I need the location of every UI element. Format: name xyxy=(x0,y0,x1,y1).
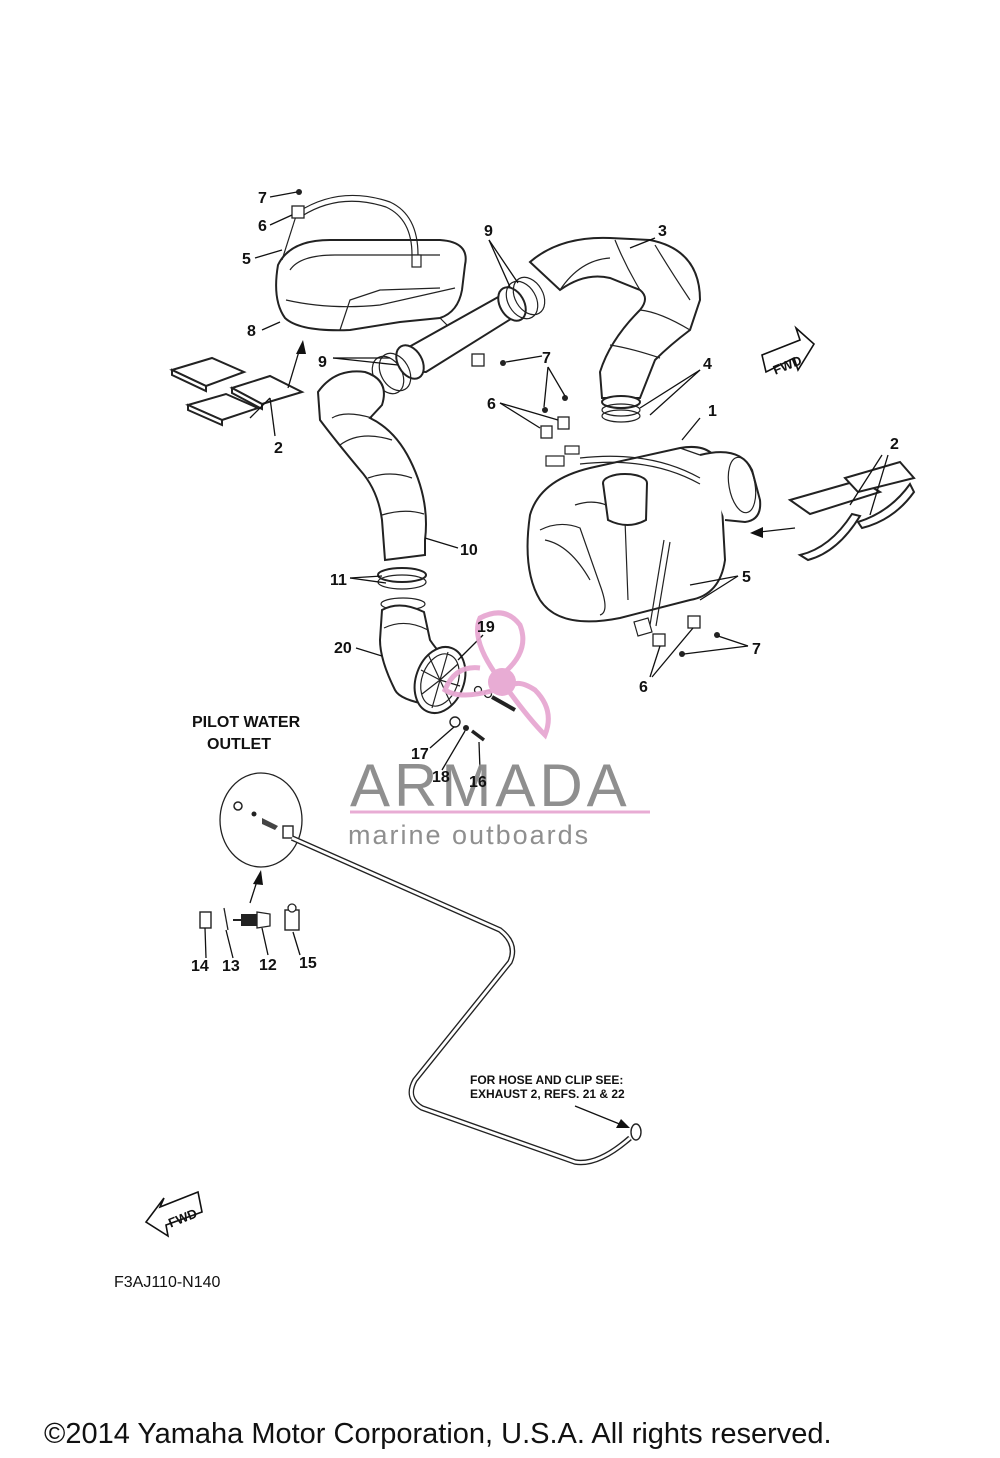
pilot-water-outlet-detail: PILOT WATER OUTLET xyxy=(192,714,303,868)
callout-18: 18 xyxy=(432,769,450,786)
filter-sponges-right xyxy=(787,460,916,562)
brackets-and-screws-mid xyxy=(471,353,570,439)
fwd-arrow-upper: FWD xyxy=(761,325,816,378)
airbox-strap-lower xyxy=(545,445,701,637)
callout-5-upper: 5 xyxy=(242,251,251,268)
leader-lines xyxy=(204,191,889,959)
fwd-arrow-lower: FWD xyxy=(144,1190,203,1238)
callout-4: 4 xyxy=(703,356,712,373)
flame-arrester-19 xyxy=(413,646,516,742)
arrow-to-cover xyxy=(287,340,306,389)
outlet-parts-row xyxy=(199,903,300,931)
watermark-brand: ARMADA xyxy=(350,752,631,819)
pilot-water-hose xyxy=(290,835,642,1166)
pilot-outlet-line2: OUTLET xyxy=(207,736,271,753)
arrow-to-airbox xyxy=(750,527,796,538)
callout-7-upper: 7 xyxy=(258,190,267,207)
propeller-logo xyxy=(441,610,551,740)
intake-hose-3 xyxy=(528,236,702,423)
callout-7-lower: 7 xyxy=(752,641,761,658)
watermark-tagline: marine outboards xyxy=(348,820,590,850)
callout-11: 11 xyxy=(330,572,347,589)
connecting-tube xyxy=(371,276,546,395)
hose-note-line1: FOR HOSE AND CLIP SEE: xyxy=(470,1073,623,1087)
callout-15: 15 xyxy=(299,955,317,972)
arrow-to-outlet xyxy=(249,870,263,904)
callout-6-upper: 6 xyxy=(258,218,267,235)
callout-7-mid: 7 xyxy=(542,350,551,367)
callout-1: 1 xyxy=(708,403,717,420)
callout-6-lower: 6 xyxy=(639,679,648,696)
armada-watermark: ARMADA marine outboards xyxy=(348,610,650,850)
callout-20: 20 xyxy=(334,640,352,657)
brackets-and-screws-lower xyxy=(652,615,720,657)
callout-labels: 1 2 2 3 4 5 5 6 6 6 7 7 7 8 9 9 10 11 12… xyxy=(191,190,899,975)
callout-2-left: 2 xyxy=(274,440,283,457)
callout-8: 8 xyxy=(247,323,256,340)
callout-3: 3 xyxy=(658,223,667,240)
airbox-cover xyxy=(275,239,471,332)
hose-note-arrow xyxy=(574,1105,630,1128)
copyright-notice: ©2014 Yamaha Motor Corporation, U.S.A. A… xyxy=(44,1418,832,1450)
callout-17: 17 xyxy=(411,746,429,763)
callout-12: 12 xyxy=(259,957,277,974)
filter-sponges-left xyxy=(169,356,305,427)
callout-10: 10 xyxy=(460,542,478,559)
callout-13: 13 xyxy=(222,958,240,975)
callout-6-mid: 6 xyxy=(487,396,496,413)
callout-9-lower: 9 xyxy=(318,354,327,371)
callout-16: 16 xyxy=(469,774,487,791)
retaining-strap-upper xyxy=(281,189,422,268)
pilot-outlet-line1: PILOT WATER xyxy=(192,714,301,731)
callout-14: 14 xyxy=(191,958,209,975)
callout-2-right: 2 xyxy=(890,436,899,453)
callout-9-upper: 9 xyxy=(484,223,493,240)
hose-note-line2: EXHAUST 2, REFS. 21 & 22 xyxy=(470,1087,625,1101)
diagram-code: F3AJ110-N140 xyxy=(114,1274,221,1291)
callout-5-lower: 5 xyxy=(742,569,751,586)
main-airbox-1 xyxy=(526,446,762,623)
callout-19: 19 xyxy=(477,619,495,636)
